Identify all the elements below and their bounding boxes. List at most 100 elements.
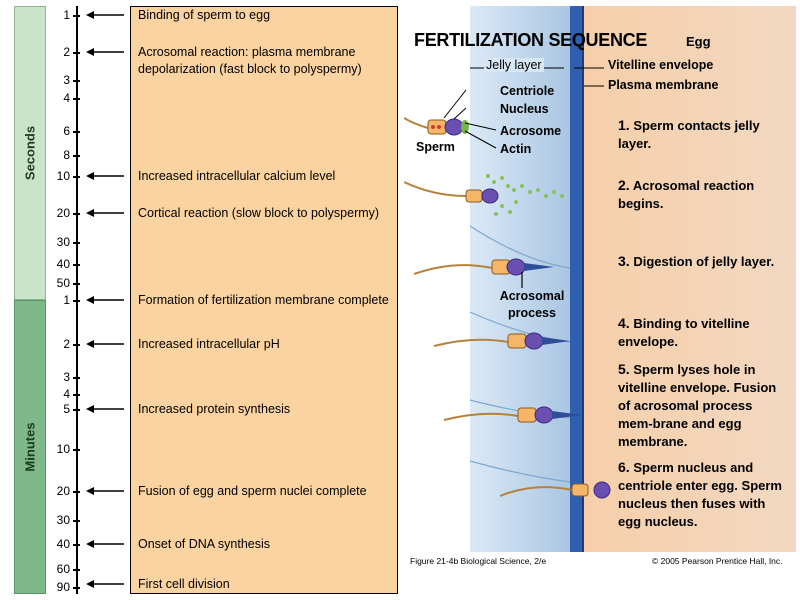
tick-label: 2 xyxy=(63,45,70,59)
tick-mark xyxy=(73,377,80,379)
tick-mark xyxy=(73,15,80,17)
tick-label: 4 xyxy=(63,387,70,401)
figure-caption: Figure 21-4b Biological Science, 2/e xyxy=(410,556,547,566)
event-arrow-icon xyxy=(86,540,124,548)
step-number: 1. xyxy=(618,117,630,133)
tick-label: 5 xyxy=(63,402,70,416)
tick-mark xyxy=(73,283,80,285)
tick-mark xyxy=(73,80,80,82)
tick-label: 20 xyxy=(56,206,70,220)
jelly-layer-label: Jelly layer xyxy=(484,58,544,72)
step-text: Acrosomal reaction begins. xyxy=(618,178,755,211)
tick-label: 4 xyxy=(63,91,70,105)
event-label: Increased protein synthesis xyxy=(138,402,291,416)
events-panel xyxy=(130,6,398,594)
tick-mark xyxy=(73,520,80,522)
sperm-4-icon xyxy=(433,332,570,350)
event-label: Increased intracellular calcium level xyxy=(138,169,336,183)
diagram-title: FERTILIZATION SEQUENCE xyxy=(414,30,648,50)
event-label: Increased intracellular pH xyxy=(138,337,280,351)
tick-mark xyxy=(73,587,80,589)
tick-label: 30 xyxy=(56,235,70,249)
actin-label: Actin xyxy=(500,142,532,156)
step-text: Sperm nucleus and centriole enter egg. S… xyxy=(618,460,782,529)
acrosomal-process-label: Acrosomal process xyxy=(499,289,565,320)
tick-label: 20 xyxy=(56,484,70,498)
tick-mark xyxy=(73,344,80,346)
step-1: 1. Sperm contacts jelly layer. xyxy=(618,116,788,153)
event-label: Binding of sperm to egg xyxy=(138,8,271,22)
tick-label: 40 xyxy=(56,537,70,551)
step-text: Digestion of jelly layer. xyxy=(633,254,775,269)
step-number: 2. xyxy=(618,177,630,193)
event-arrow-icon xyxy=(86,487,124,495)
tick-mark xyxy=(73,544,80,546)
tick-mark xyxy=(73,155,80,157)
tick-label: 40 xyxy=(56,257,70,271)
tick-label: 1 xyxy=(63,8,70,22)
event-arrow-icon xyxy=(86,580,124,588)
event-arrow-icon xyxy=(86,48,124,56)
sperm-5-icon xyxy=(443,406,582,424)
event-label: Cortical reaction (slow block to polyspe… xyxy=(138,206,380,220)
centriole-label: Centriole xyxy=(500,84,555,98)
acrosome-label: Acrosome xyxy=(500,124,562,138)
egg-label: Egg xyxy=(686,34,711,49)
event-label: Fusion of egg and sperm nuclei complete xyxy=(138,484,367,498)
sperm-3-icon xyxy=(413,258,554,288)
tick-mark xyxy=(73,394,80,396)
tick-label: 50 xyxy=(56,276,70,290)
step-number: 4. xyxy=(618,315,630,331)
event-label: Formation of fertilization membrane comp… xyxy=(138,293,389,307)
step-5: 5. Sperm lyses hole in vitelline envelop… xyxy=(618,360,788,451)
tick-mark xyxy=(73,264,80,266)
event-label: Acrosomal reaction: plasma membrane depo… xyxy=(138,45,362,76)
step-text: Sperm contacts jelly layer. xyxy=(618,118,760,151)
step-text: Binding to vitelline envelope. xyxy=(618,316,750,349)
step-number: 6. xyxy=(618,459,630,475)
plasma-membrane-label: Plasma membrane xyxy=(608,78,719,92)
tick-mark xyxy=(73,98,80,100)
tick-mark xyxy=(73,449,80,451)
tick-mark xyxy=(73,242,80,244)
sperm-label: Sperm xyxy=(416,140,455,154)
sperm-2-icon xyxy=(404,174,564,216)
tick-label: 6 xyxy=(63,124,70,138)
vitelline-envelope-label: Vitelline envelope xyxy=(608,58,714,72)
tick-label: 10 xyxy=(56,442,70,456)
step-text: Sperm lyses hole in vitelline envelope. … xyxy=(618,362,777,449)
event-arrow-icon xyxy=(86,172,124,180)
event-arrow-icon xyxy=(86,209,124,217)
vitelline-envelope-bar xyxy=(570,6,582,552)
tick-mark xyxy=(73,491,80,493)
sperm-6-icon xyxy=(499,481,611,499)
event-arrow-icon xyxy=(86,296,124,304)
seconds-band: Seconds xyxy=(14,6,46,300)
tick-mark xyxy=(73,52,80,54)
egg-region xyxy=(582,6,796,552)
nucleus-label: Nucleus xyxy=(500,102,549,116)
fertilization-diagram xyxy=(404,6,796,552)
sperm-1-icon xyxy=(404,117,469,136)
tick-label: 8 xyxy=(63,148,70,162)
step-number: 5. xyxy=(618,361,630,377)
minutes-label: Minutes xyxy=(22,422,38,472)
tick-mark xyxy=(73,176,80,178)
tick-mark xyxy=(73,131,80,133)
tick-label: 3 xyxy=(63,73,70,87)
copyright-caption: © 2005 Pearson Prentice Hall, Inc. xyxy=(652,556,783,566)
step-4: 4. Binding to vitelline envelope. xyxy=(618,314,788,351)
event-arrow-icon xyxy=(86,11,124,19)
tick-label: 2 xyxy=(63,337,70,351)
plasma-membrane-line xyxy=(582,6,584,552)
tick-mark xyxy=(73,569,80,571)
tick-label: 1 xyxy=(63,293,70,307)
minutes-band: Minutes xyxy=(14,300,46,594)
seconds-label: Seconds xyxy=(22,125,38,181)
tick-mark xyxy=(73,300,80,302)
tick-label: 10 xyxy=(56,169,70,183)
event-arrow-icon xyxy=(86,405,124,413)
tick-label: 3 xyxy=(63,370,70,384)
jelly-layer-region xyxy=(470,6,570,552)
step-3: 3. Digestion of jelly layer. xyxy=(618,252,788,271)
